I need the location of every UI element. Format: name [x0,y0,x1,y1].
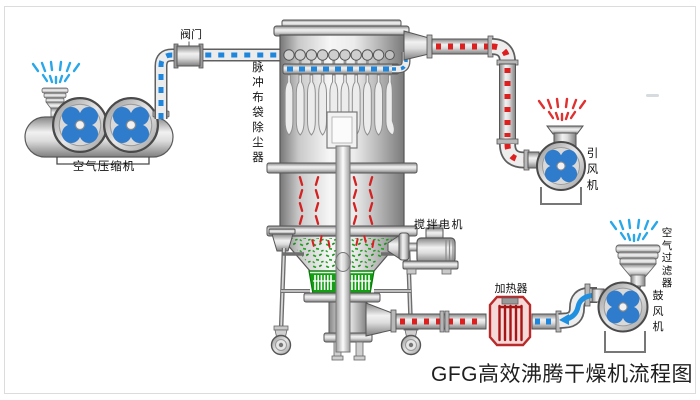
heater [488,295,532,347]
center-box-panel [331,116,353,144]
blower-label: 鼓风机 [652,290,664,333]
inlet-air-pipe-run [365,283,597,337]
blower [591,281,649,353]
caster-wheel-icon [400,325,422,356]
compressor-fan-icon [51,97,108,154]
agitator-motor-label: 搅拌电机 [414,219,464,231]
pulse-nozzles-icon [283,49,395,65]
compressed-air-pipe [152,48,281,119]
coupling-disc [398,232,410,261]
watermark-dash [646,94,659,97]
discharge-spout-icon [268,228,296,252]
exhaust-pipe-run [403,30,540,171]
filter-funnel-icon [615,244,661,287]
heater-element-icon [498,304,523,342]
flow-arrow-icon [564,293,595,322]
induced-draft-fan-label: 引风机 [586,148,599,192]
air-compressor-label: 空气压缩机 [72,161,136,173]
intake-air-marks-icon [31,60,81,85]
blower-stand [604,331,646,353]
hot-air-in-bed-marks [311,235,375,248]
cold-air-dashes [158,52,281,119]
blower-fan-icon [597,281,649,333]
center-shaft [335,145,351,353]
induced-fan-icon [536,141,586,191]
exhaust-air-marks-icon [537,97,587,122]
heater-label: 加热器 [494,283,528,295]
pulse-header-pipe [282,52,411,75]
intake-air-marks-icon [609,218,659,243]
fan-stand [540,187,582,205]
induced-draft-fan [536,97,587,205]
air-compressor [24,60,174,165]
agitator-comb-icon [313,275,371,290]
flow-arrowhead-icon [559,314,569,325]
inlet-reducer [365,302,393,337]
caster-wheel-icon [270,325,292,356]
air-filter [609,218,661,298]
motor-base [402,260,459,270]
diagram-title: GFG高效沸腾干燥机流程图 [431,363,693,386]
valve [173,41,204,69]
shaft-bearing [335,252,351,272]
air-filter-label: 空气过滤器 [661,227,673,289]
valve-label: 阀门 [180,29,202,41]
dust-collector-vessel [266,19,422,361]
dust-collector-label: 脉冲布袋除尘器 [252,62,264,164]
agitator-motor [387,224,459,275]
label-bracket [56,157,150,165]
compressor-fan-icon [103,97,160,154]
hot-air-rise-marks [298,176,374,225]
outlet-reducer [403,30,430,61]
